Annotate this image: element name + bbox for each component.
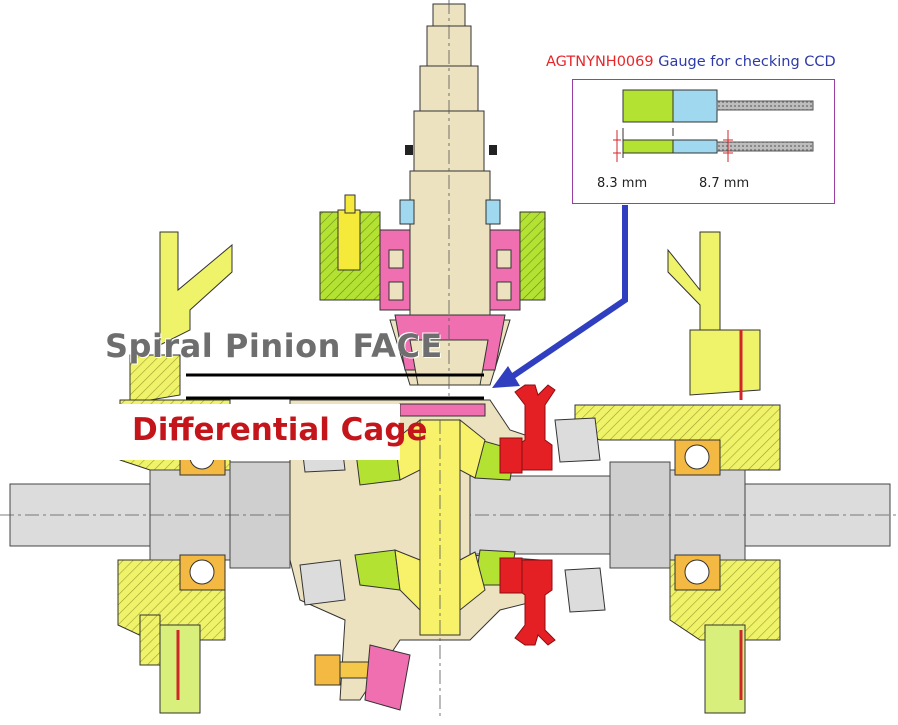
- gauge-description: Gauge for checking CCD: [658, 54, 836, 70]
- differential-cage-label: Differential Cage: [132, 412, 428, 448]
- blue-arrow: [492, 205, 628, 388]
- differential-cage-label-box: Differential Cage: [118, 404, 428, 460]
- spiral-pinion-face-label: Spiral Pinion FACE: [105, 327, 443, 365]
- gauge-box: 8.3 mm 8.7 mm: [572, 79, 835, 204]
- gauge-title: AGTNYNH0069 Gauge for checking CCD: [546, 54, 836, 70]
- gauge-drawing: [613, 89, 814, 162]
- dim-left: 8.3 mm: [597, 176, 648, 191]
- gauge-code: AGTNYNH0069: [546, 54, 654, 70]
- dim-right: 8.7 mm: [699, 176, 750, 191]
- shift-fork: [499, 384, 556, 646]
- pinion-shaft: [319, 0, 546, 400]
- differential-cage: [289, 399, 606, 720]
